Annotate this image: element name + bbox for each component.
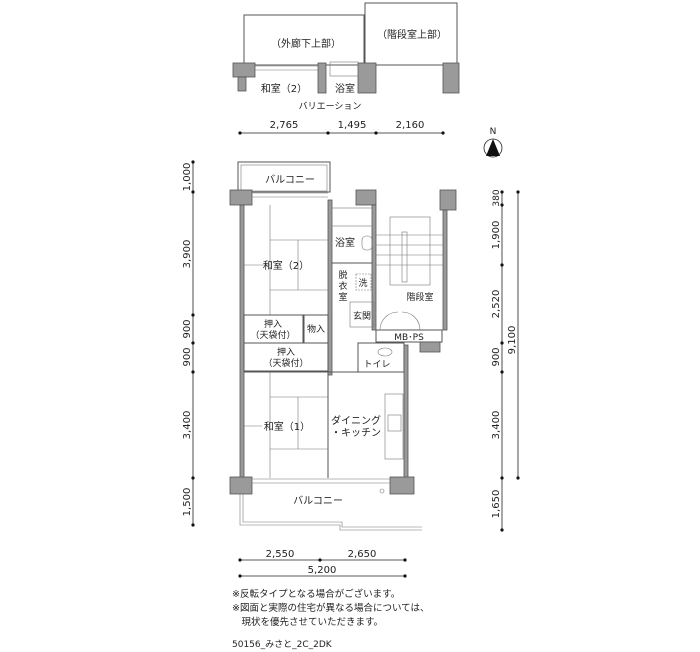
room-stairwell: 階段室 xyxy=(406,291,433,303)
plan-id: 50156_みさと_2C_2DK xyxy=(232,640,332,650)
room-balcony-north: バルコニー xyxy=(265,174,315,186)
room-closet: 物入 xyxy=(307,323,325,335)
dim-left-3: 900 xyxy=(182,319,193,338)
right-dimensions: 380 1,900 2,520 900 3,400 1,650 9,100 xyxy=(491,189,520,532)
dim-left-4: 900 xyxy=(182,347,193,366)
dim-right-total: 9,100 xyxy=(507,326,518,355)
notes: ※反転タイプとなる場合がございます。 ※図面と実際の住宅が異なる場合については、… xyxy=(232,588,430,630)
dim-right-2: 1,900 xyxy=(491,221,502,250)
dim-left-5: 3,400 xyxy=(182,411,193,440)
dim-bottom-total: 5,200 xyxy=(308,565,337,576)
dim-right-5: 3,400 xyxy=(491,411,502,440)
variation-stair-label: （階段室上部） xyxy=(377,28,447,41)
room-entrance: 玄関 xyxy=(353,310,371,322)
bottom-dimensions: 2,550 2,650 5,200 xyxy=(238,549,407,578)
dim-left-2: 3,900 xyxy=(182,240,193,269)
room-oshiire-2: 押入 xyxy=(277,346,295,358)
room-dressing-2: 衣 xyxy=(338,280,347,292)
variation-corridor-label: （外廊下上部） xyxy=(271,37,341,50)
room-dressing-3: 室 xyxy=(338,291,347,303)
room-balcony-south: バルコニー xyxy=(293,495,343,507)
variation-plan: （外廊下上部） （階段室上部） 和室（2） 浴室 バリエーション xyxy=(232,2,460,112)
variation-bath-label: 浴室 xyxy=(335,82,355,95)
left-dimensions: 1,000 3,900 900 900 3,400 1,500 xyxy=(182,160,195,527)
dim-right-6: 1,650 xyxy=(491,490,502,519)
top-dimensions: 2,765 1,495 2,160 xyxy=(238,120,445,135)
room-washer: 洗 xyxy=(358,277,367,289)
room-japanese-2: 和室（2） xyxy=(263,259,309,272)
note-3: 現状を優先させていただきます。 xyxy=(232,617,384,628)
dim-right-3: 2,520 xyxy=(491,290,502,319)
room-dining-2: ・キッチン xyxy=(331,427,381,439)
variation-room-label: 和室（2） xyxy=(261,82,307,95)
note-2: ※図面と実際の住宅が異なる場合については、 xyxy=(232,603,430,614)
dim-top-1: 2,765 xyxy=(270,120,299,131)
dim-top-3: 2,160 xyxy=(396,120,425,131)
room-toilet: トイレ xyxy=(363,360,390,370)
room-oshiire-1-sub: （天袋付） xyxy=(250,329,295,341)
dim-bottom-2: 2,650 xyxy=(348,549,377,560)
north-compass-icon: N xyxy=(483,127,503,158)
room-dining-1: ダイニング xyxy=(331,414,381,427)
room-dressing-1: 脱 xyxy=(338,269,347,281)
room-japanese-1: 和室（1） xyxy=(264,420,310,433)
room-mbps: MB･PS xyxy=(394,333,424,343)
dim-bottom-1: 2,550 xyxy=(266,549,295,560)
room-bath: 浴室 xyxy=(335,236,355,249)
compass-label: N xyxy=(490,127,497,137)
room-oshiire-1: 押入 xyxy=(264,318,282,330)
note-1: ※反転タイプとなる場合がございます。 xyxy=(232,589,401,600)
room-oshiire-2-sub: （天袋付） xyxy=(263,357,308,369)
dim-left-6: 1,500 xyxy=(182,488,193,517)
dim-left-1: 1,000 xyxy=(182,163,193,192)
variation-caption: バリエーション xyxy=(299,101,362,112)
main-plan: バルコニー 浴室 和室（2） 脱 衣 室 洗 玄関 xyxy=(229,161,457,531)
dim-top-2: 1,495 xyxy=(338,120,367,131)
dim-right-4: 900 xyxy=(491,347,502,366)
dim-right-1: 380 xyxy=(492,189,502,206)
